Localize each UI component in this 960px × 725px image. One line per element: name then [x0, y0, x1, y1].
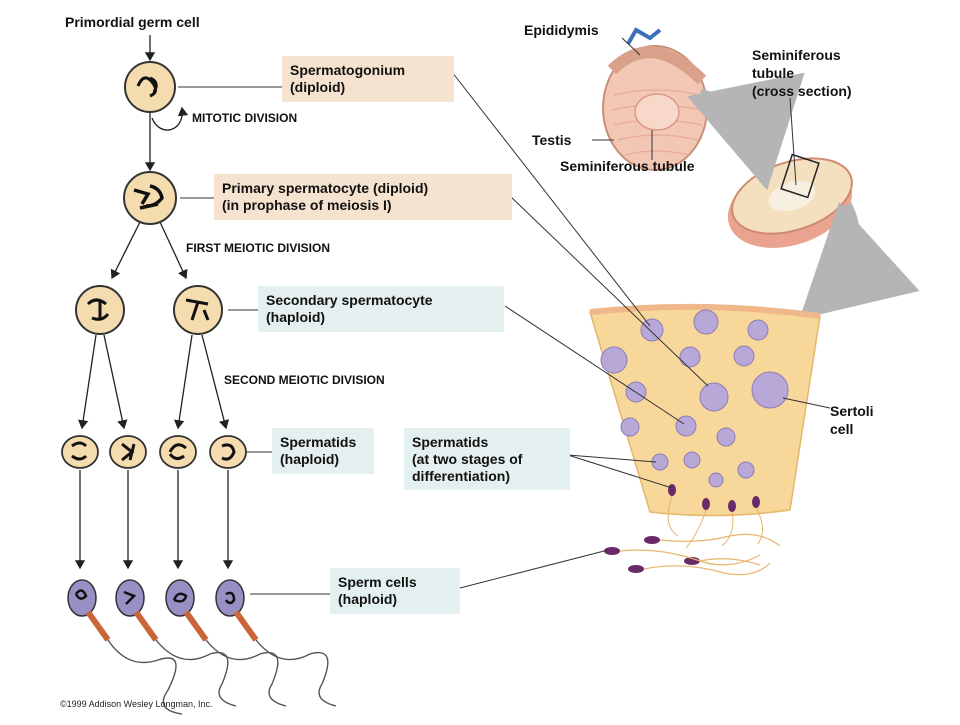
sperm-cells [67, 579, 337, 715]
copyright-text: ©1999 Addison Wesley Longman, Inc. [60, 699, 213, 709]
spermatogonium-cell [124, 61, 176, 113]
lineage-arrows [74, 35, 234, 570]
primary-spermatocyte-box: Primary spermatocyte (diploid) (in proph… [214, 174, 512, 220]
spermatids-stages-box: Spermatids (at two stages of differentia… [404, 428, 570, 490]
secondary-spermatocyte-ploidy: (haploid) [266, 309, 326, 325]
cross-section-line1: Seminiferous [752, 47, 841, 63]
first-meiotic-division-label: FIRST MEIOTIC DIVISION [186, 241, 331, 255]
spermatogonium-title: Spermatogonium [290, 62, 406, 78]
cross-section-line3: (cross section) [752, 83, 852, 99]
sertoli-line1: Sertoli [830, 403, 874, 419]
spermatids-title: Spermatids [280, 434, 357, 450]
mitotic-division-label: MITOTIC DIVISION [192, 111, 298, 125]
testis-label: Testis [532, 132, 572, 148]
second-meiotic-division-label: SECOND MEIOTIC DIVISION [224, 373, 385, 387]
spermatids-stages-line2: (at two stages of [412, 451, 523, 467]
tubule-cross-section [727, 153, 853, 248]
spermatogonium-box: Spermatogonium (diploid) [282, 56, 454, 102]
primordial-germ-cell-label: Primordial germ cell [65, 14, 200, 30]
spermatids-stages-title: Spermatids [412, 434, 489, 450]
sertoli-cell-label: Sertoli cell [830, 402, 874, 438]
zoom-arrows [687, 72, 920, 320]
primary-spermatocyte-detail: (in prophase of meiosis I) [222, 197, 392, 213]
lumen-sperm [604, 533, 781, 576]
sperm-cells-box: Sperm cells (haploid) [330, 568, 460, 614]
secondary-spermatocyte-title: Secondary spermatocyte [266, 292, 433, 308]
pointer-lines [451, 37, 831, 589]
sperm-cells-ploidy: (haploid) [338, 591, 398, 607]
spermatids-ploidy: (haploid) [280, 451, 340, 467]
spermatids-box: Spermatids (haploid) [272, 428, 374, 474]
testis-illustration [602, 27, 708, 171]
secondary-spermatocyte-cell-left [75, 285, 125, 335]
secondary-spermatocyte-cell-right [173, 285, 223, 335]
sertoli-line2: cell [830, 421, 854, 437]
sperm-cells-title: Sperm cells [338, 574, 417, 590]
box-connectors [178, 86, 330, 595]
secondary-spermatocyte-box: Secondary spermatocyte (haploid) [258, 286, 504, 332]
spermatids-stages-line3: differentiation) [412, 468, 510, 484]
epididymis-label: Epididymis [524, 22, 599, 38]
cross-section-label: Seminiferous tubule (cross section) [752, 46, 852, 100]
seminiferous-wall-section [589, 303, 821, 549]
spermatogonium-ploidy: (diploid) [290, 79, 346, 95]
seminiferous-tubule-label: Seminiferous tubule [560, 158, 695, 174]
spermatid-cells [61, 435, 247, 469]
primary-spermatocyte-title: Primary spermatocyte (diploid) [222, 180, 429, 196]
cross-section-line2: tubule [752, 65, 794, 81]
primary-spermatocyte-cell [123, 171, 177, 225]
